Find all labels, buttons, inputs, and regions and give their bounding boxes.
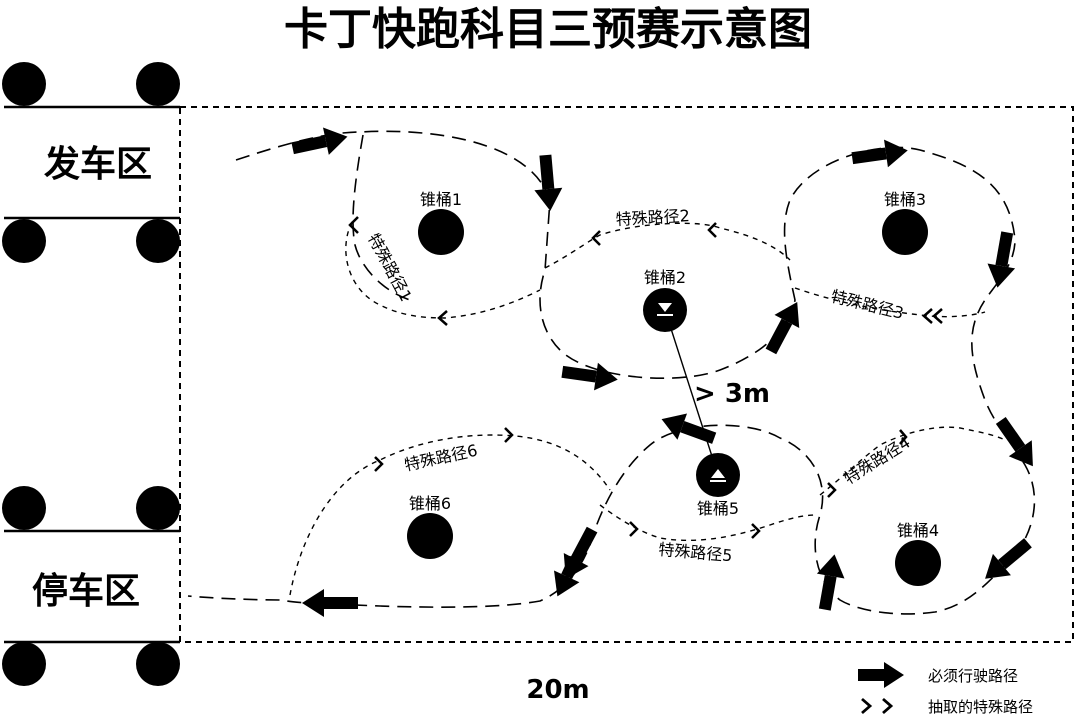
tire-icon [2, 486, 46, 530]
stop-zone: 停车区 [2, 486, 180, 686]
cone-6-label: 锥桶6 [409, 494, 451, 513]
arrow-icon [554, 555, 581, 597]
special-path-3-label: 特殊路径3 [829, 286, 906, 322]
special-path-6-line [289, 434, 611, 596]
arrow-icon [816, 554, 845, 611]
legend-chevron-icon [861, 697, 894, 715]
cone-icon [895, 540, 941, 586]
special-path-2-label: 特殊路径2 [615, 206, 690, 229]
arrow-icon [534, 154, 563, 211]
cone-5-label: 锥桶5 [697, 499, 739, 518]
special-path-6-label: 特殊路径6 [403, 441, 480, 475]
special-path-3-line [794, 287, 986, 318]
tire-icon [136, 642, 180, 686]
direction-arrows [291, 127, 1033, 617]
cone-icon [882, 209, 928, 255]
tire-icon [136, 219, 180, 263]
cone-3-label: 锥桶3 [884, 190, 926, 209]
cone-icon [418, 209, 464, 255]
cone-spacing-label: > 3m [694, 379, 770, 409]
arrow-icon [661, 413, 717, 444]
start-zone-label: 发车区 [44, 144, 152, 185]
arrow-icon [291, 127, 348, 155]
arrow-icon [987, 231, 1016, 288]
arrow-icon [302, 589, 358, 617]
cone-1: 锥桶1 [418, 190, 464, 255]
special-path-chevrons [348, 216, 943, 539]
legend: 必须行驶路径 抽取的特殊路径 [858, 662, 1033, 716]
cone-icon [407, 513, 453, 559]
cone-2: 锥桶2 [643, 268, 687, 332]
cone-4: 锥桶4 [895, 521, 941, 586]
cone-5: 锥桶5 [696, 453, 740, 518]
arrow-icon [561, 362, 618, 391]
tire-icon [136, 486, 180, 530]
cone-6: 锥桶6 [407, 494, 453, 559]
start-zone: 发车区 [2, 62, 180, 263]
distance-line [664, 309, 719, 476]
field-width-label: 20m [526, 675, 589, 705]
arrow-icon [985, 538, 1032, 579]
special-path-5-line [599, 504, 816, 541]
tire-icon [2, 642, 46, 686]
special-path-4-line [819, 426, 1006, 496]
special-path-4-label: 特殊路径4 [841, 433, 914, 488]
tire-icon [136, 62, 180, 106]
diagram-title: 卡丁快跑科目三预赛示意图 [284, 4, 812, 55]
cone-2-label: 锥桶2 [644, 268, 686, 287]
arrow-icon [995, 416, 1033, 467]
legend-special-path-label: 抽取的特殊路径 [928, 698, 1033, 716]
legend-arrow-icon [858, 662, 904, 688]
legend-required-path-label: 必须行驶路径 [928, 667, 1018, 685]
special-path-2-line [544, 222, 791, 269]
cone-1-label: 锥桶1 [420, 190, 462, 209]
arrow-icon [851, 139, 908, 168]
field-border [179, 106, 1074, 643]
stop-zone-label: 停车区 [32, 571, 140, 612]
special-path-5-label: 特殊路径5 [658, 540, 734, 565]
special-path-1-line [345, 221, 541, 319]
cone-3: 锥桶3 [882, 190, 928, 255]
special-path-1-label: 特殊路径1 [364, 230, 416, 304]
arrow-icon [765, 302, 800, 355]
tire-icon [2, 219, 46, 263]
tire-icon [2, 62, 46, 106]
special-paths [289, 221, 1006, 596]
cone-4-label: 锥桶4 [897, 521, 939, 540]
